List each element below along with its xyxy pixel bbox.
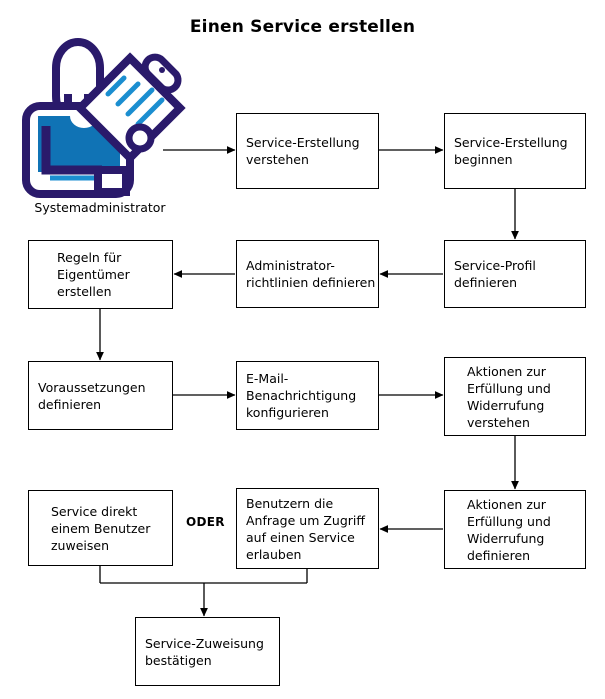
- system-administrator-icon: [22, 38, 186, 198]
- node-service-erstellung-beginnen[interactable]: Service-Erstellung beginnen: [444, 113, 586, 189]
- node-administrator-richtlinien-definieren[interactable]: Administrator- richtlinien definieren: [236, 240, 379, 308]
- node-service-erstellung-verstehen[interactable]: Service-Erstellung verstehen: [236, 113, 379, 189]
- actor-label: Systemadministrator: [34, 200, 166, 215]
- node-aktionen-erfuellung-widerrufung-definieren[interactable]: Aktionen zur Erfüllung und Widerrufung d…: [444, 490, 586, 569]
- node-benutzern-anfrage-zugriff-erlauben[interactable]: Benutzern die Anfrage um Zugriff auf ein…: [236, 488, 379, 569]
- node-service-profil-definieren[interactable]: Service-Profil definieren: [444, 240, 586, 308]
- node-aktionen-erfuellung-widerrufung-verstehen[interactable]: Aktionen zur Erfüllung und Widerrufung v…: [444, 357, 586, 436]
- oder-label: ODER: [186, 515, 225, 529]
- node-service-direkt-benutzer-zuweisen[interactable]: Service direkt einem Benutzer zuweisen: [28, 490, 173, 566]
- node-email-benachrichtigung-konfigurieren[interactable]: E-Mail- Benachrichtigung konfigurieren: [236, 361, 379, 430]
- node-voraussetzungen-definieren[interactable]: Voraussetzungen definieren: [28, 361, 173, 430]
- node-service-zuweisung-bestaetigen[interactable]: Service-Zuweisung bestätigen: [135, 617, 280, 686]
- node-regeln-fuer-eigentuemer-erstellen[interactable]: Regeln für Eigentümer erstellen: [28, 240, 173, 309]
- page-title: Einen Service erstellen: [189, 17, 416, 37]
